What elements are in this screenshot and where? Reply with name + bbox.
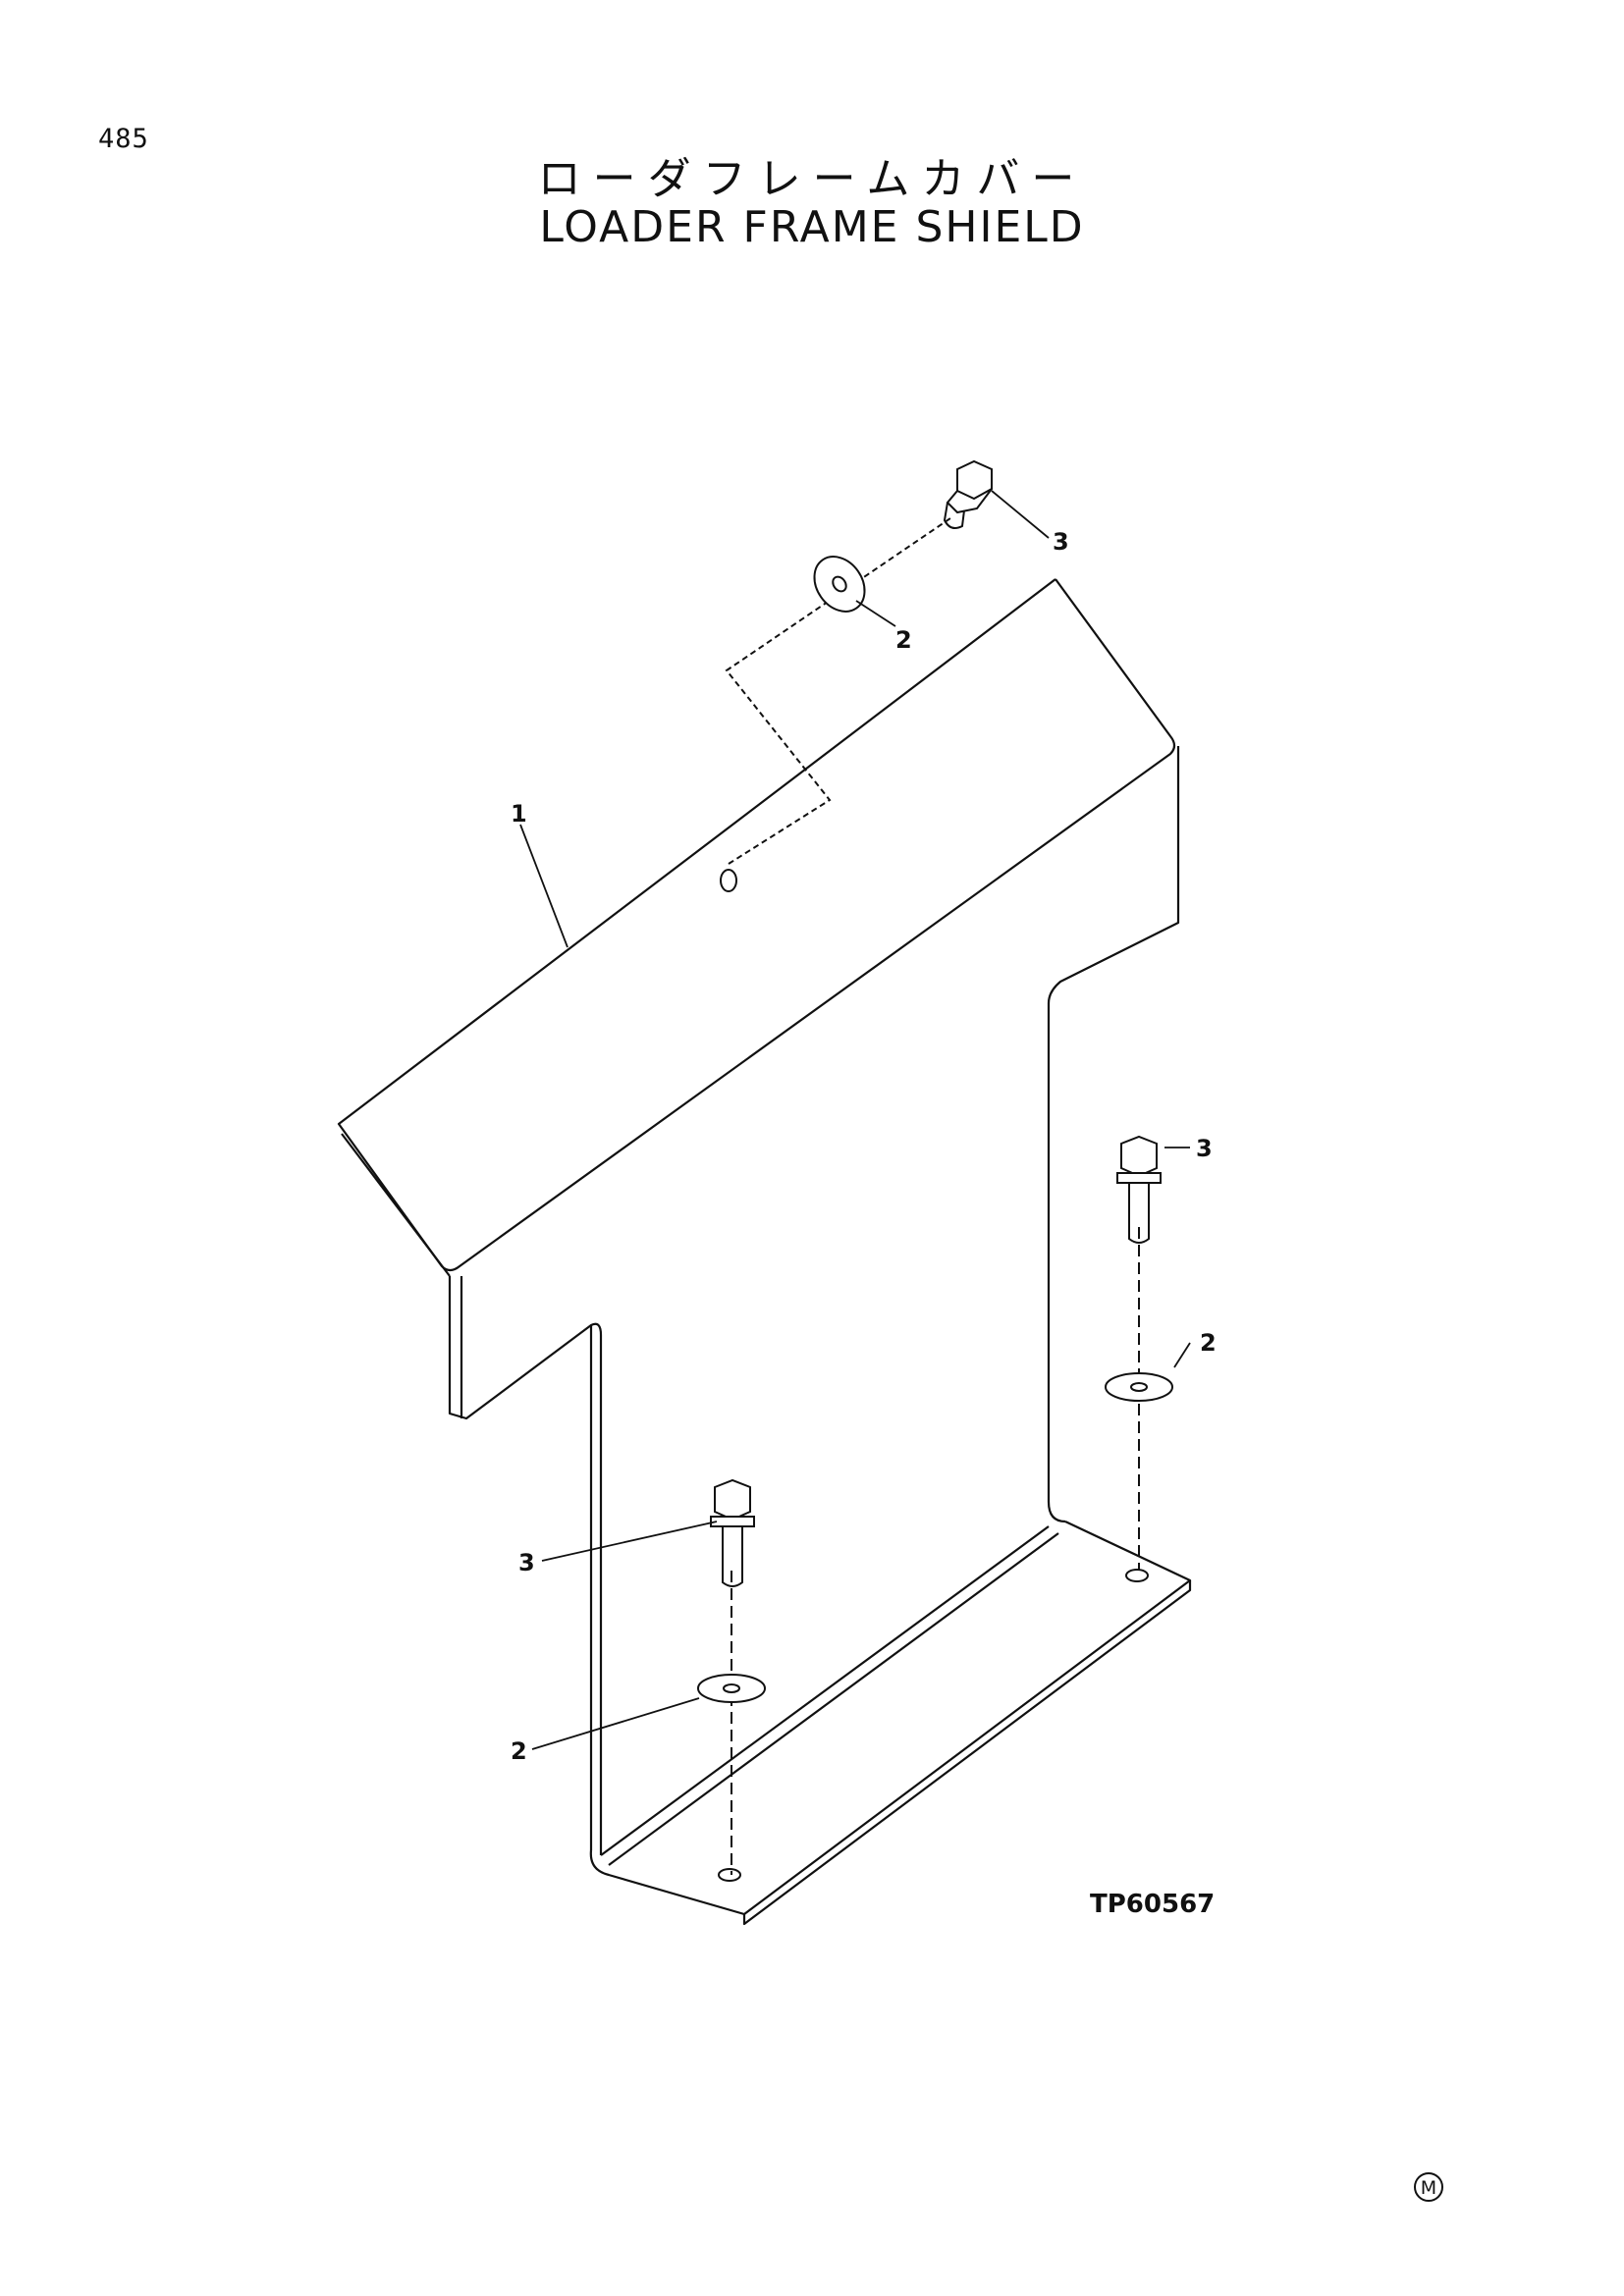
circled-m-mark: M xyxy=(1414,2172,1443,2202)
right-fastener-group xyxy=(1105,1135,1173,1571)
loader-frame-shield xyxy=(337,578,1192,1926)
callout-3-right: 3 xyxy=(1196,1135,1213,1162)
callout-3-top: 3 xyxy=(1053,528,1069,556)
foot-hole-front xyxy=(718,1868,741,1882)
flange-hole xyxy=(720,869,737,892)
top-washer-icon xyxy=(813,556,866,613)
mark-letter: M xyxy=(1421,2177,1436,2199)
left-bolt-icon xyxy=(710,1478,755,1587)
top-bolt-icon xyxy=(943,459,993,529)
callout-1: 1 xyxy=(511,800,527,828)
right-washer-icon xyxy=(1105,1372,1173,1402)
callout-3-left: 3 xyxy=(518,1549,535,1576)
right-bolt-icon xyxy=(1116,1135,1162,1244)
leader-lines xyxy=(519,490,1191,1750)
callout-2-top: 2 xyxy=(895,626,912,654)
callout-2-left: 2 xyxy=(511,1737,527,1765)
left-washer-icon xyxy=(697,1674,766,1703)
title-english: LOADER FRAME SHIELD xyxy=(539,202,1085,252)
title-japanese: ローダフレームカバー xyxy=(537,154,1087,204)
page-number: 485 xyxy=(98,124,149,154)
drawing-code: TP60567 xyxy=(1090,1890,1215,1919)
left-fastener-group xyxy=(697,1478,766,1875)
top-fastener-group xyxy=(725,459,993,865)
foot-hole-rear xyxy=(1125,1569,1149,1582)
callout-2-right: 2 xyxy=(1200,1329,1217,1357)
